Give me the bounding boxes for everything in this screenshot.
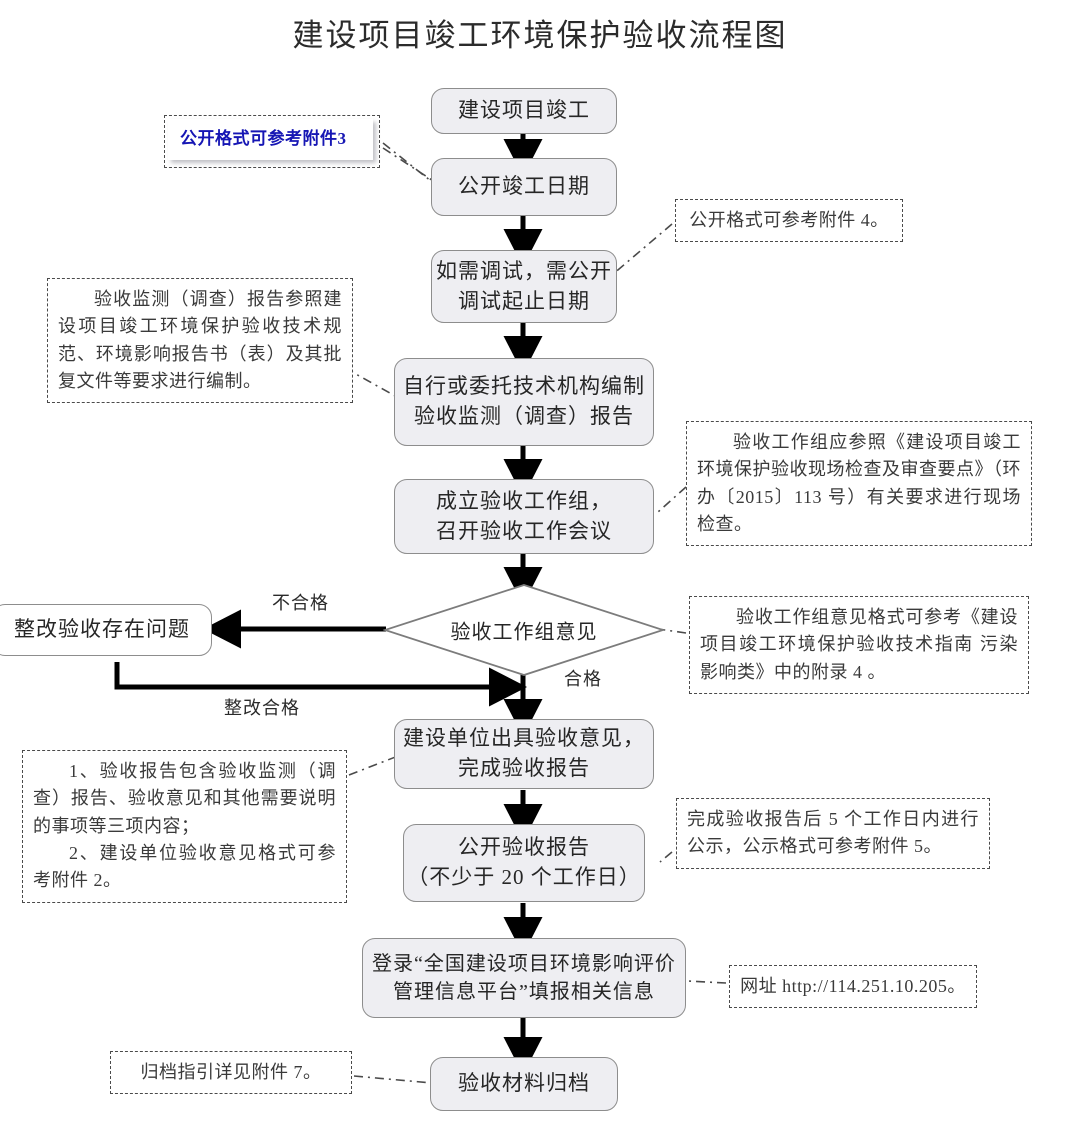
node-line-2: （不少于 20 个工作日） xyxy=(407,865,641,889)
node-line-1: 整改验收存在问题 xyxy=(14,617,190,642)
node-prepare-monitoring-report[interactable]: 自行或委托技术机构编制 验收监测（调查）报告 xyxy=(394,358,654,446)
note-monitoring-report-standards: 验收监测（调查）报告参照建设项目竣工环境保护验收技术规范、环境影响报告书（表）及… xyxy=(47,278,353,404)
node-line-2: 管理信息平台”填报相关信息 xyxy=(393,981,655,1003)
note-line-1: 1、验收报告包含验收监测（调查）报告、验收意见和其他需要说明的事项等三项内容； xyxy=(33,761,336,836)
note-platform-url: 网址 http://114.251.10.205。 xyxy=(729,965,977,1009)
note-line: 网址 http://114.251.10.205。 xyxy=(740,976,966,996)
node-project-completion[interactable]: 建设项目竣工 xyxy=(431,88,617,134)
edge-label-fail: 不合格 xyxy=(272,593,329,613)
node-line-2: 验收监测（调查）报告 xyxy=(414,404,634,428)
decision-workgroup-opinion[interactable]: 验收工作组意见 xyxy=(382,583,666,677)
page-title: 建设项目竣工环境保护验收流程图 xyxy=(292,18,788,53)
node-line-1: 建设单位出具验收意见， xyxy=(403,726,645,751)
node-line-2: 召开验收工作会议 xyxy=(436,518,612,543)
node-archive-materials[interactable]: 验收材料归档 xyxy=(430,1057,618,1111)
node-line-1: 成立验收工作组， xyxy=(436,488,612,513)
node-line-1: 验收材料归档 xyxy=(458,1071,590,1096)
node-publish-commissioning-dates[interactable]: 如需调试，需公开 调试起止日期 xyxy=(431,250,617,323)
note-line: 验收监测（调查）报告参照建设项目竣工环境保护验收技术规范、环境影响报告书（表）及… xyxy=(58,289,342,392)
note-publicity-within-5-days: 完成验收报告后 5 个工作日内进行公示，公示格式可参考附件 5。 xyxy=(676,798,990,869)
node-line-1: 公开验收报告 xyxy=(458,835,590,860)
note-archiving-guide-annex-7: 归档指引详见附件 7。 xyxy=(110,1051,352,1095)
node-publish-completion-date[interactable]: 公开竣工日期 xyxy=(431,158,617,216)
note-acceptance-report-contents: 1、验收报告包含验收监测（调查）报告、验收意见和其他需要说明的事项等三项内容； … xyxy=(22,750,347,903)
note-workgroup-site-inspection: 验收工作组应参照《建设项目竣工环境保护验收现场检查及审查要点》（环办〔2015〕… xyxy=(686,421,1032,547)
note-workgroup-opinion-format: 验收工作组意见格式可参考《建设项目竣工环境保护验收技术指南 污染影响类》中的附录… xyxy=(689,596,1029,695)
note-line: 归档指引详见附件 7。 xyxy=(140,1062,322,1082)
note-line: 公开格式可参考附件3 xyxy=(168,119,373,160)
note-public-format-annex-4: 公开格式可参考附件 4。 xyxy=(675,199,903,243)
note-line: 完成验收报告后 5 个工作日内进行公示，公示格式可参考附件 5。 xyxy=(687,809,979,857)
node-line-2: 完成验收报告 xyxy=(458,756,590,780)
node-line-1: 公开竣工日期 xyxy=(458,174,590,199)
note-line: 验收工作组应参照《建设项目竣工环境保护验收现场检查及审查要点》（环办〔2015〕… xyxy=(697,432,1021,535)
node-line-2: 调试起止日期 xyxy=(458,288,590,313)
edge-label-pass: 合格 xyxy=(564,669,602,689)
diamond-shape xyxy=(382,584,666,676)
edge-label-rectified: 整改合格 xyxy=(224,698,300,718)
note-line-2: 2、建设单位验收意见格式可参考附件 2。 xyxy=(33,843,336,891)
node-publish-acceptance-report[interactable]: 公开验收报告 （不少于 20 个工作日） xyxy=(403,824,645,902)
node-form-acceptance-workgroup[interactable]: 成立验收工作组， 召开验收工作会议 xyxy=(394,479,654,554)
node-file-on-national-platform[interactable]: 登录“全国建设项目环境影响评价 管理信息平台”填报相关信息 xyxy=(362,938,686,1018)
node-line-1: 自行或委托技术机构编制 xyxy=(403,374,645,399)
node-line-1: 如需调试，需公开 xyxy=(436,258,612,283)
node-rectify-issues[interactable]: 整改验收存在问题 xyxy=(0,604,212,656)
node-line-1: 建设项目竣工 xyxy=(458,98,590,123)
note-public-format-annex-3: 公开格式可参考附件3 xyxy=(164,115,380,168)
note-line: 公开格式可参考附件 4。 xyxy=(689,210,889,230)
note-line: 验收工作组意见格式可参考《建设项目竣工环境保护验收技术指南 污染影响类》中的附录… xyxy=(700,607,1018,682)
node-issue-acceptance-opinion[interactable]: 建设单位出具验收意见， 完成验收报告 xyxy=(394,719,654,789)
node-line-1: 登录“全国建设项目环境影响评价 xyxy=(372,952,676,975)
